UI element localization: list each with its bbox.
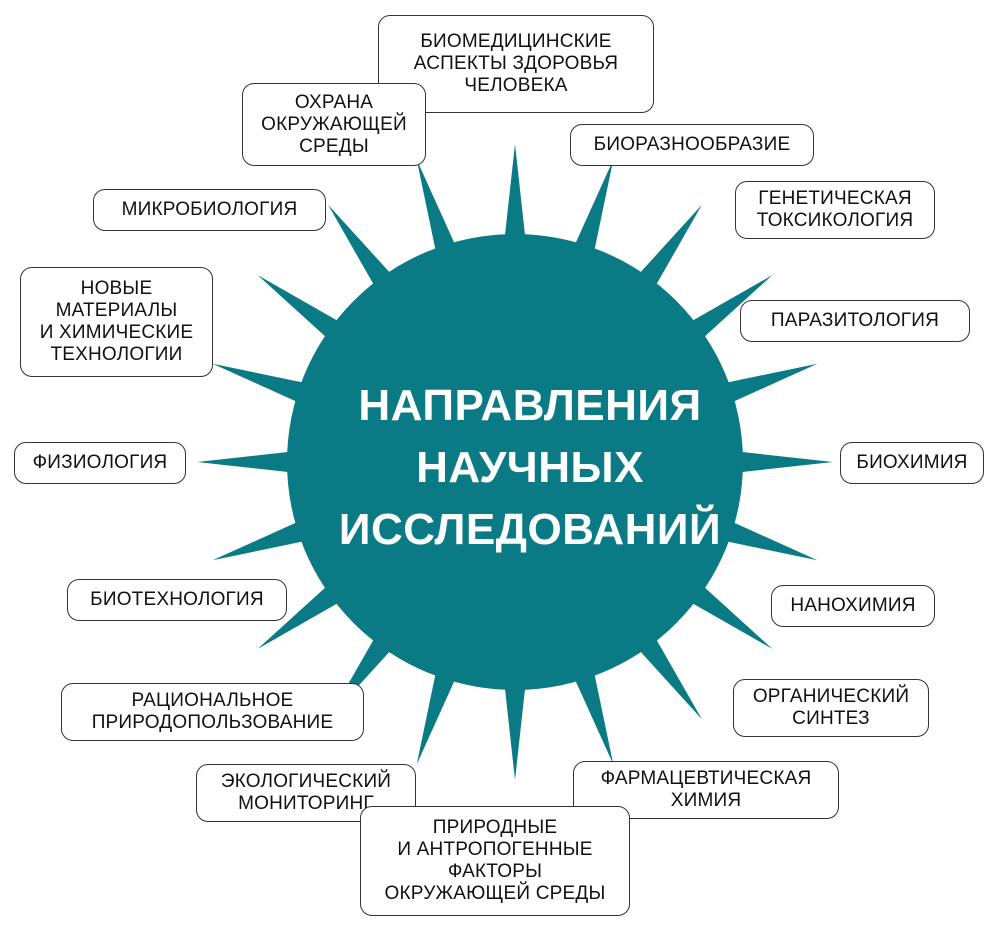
topic-biomedical-aspects: БИОМЕДИЦИНСКИЕ АСПЕКТЫ ЗДОРОВЬЯ ЧЕЛОВЕКА	[378, 15, 654, 113]
topic-label: МИКРОБИОЛОГИЯ	[121, 199, 298, 220]
diagram-title: НАПРАВЛЕНИЯ НАУЧНЫХ ИССЛЕДОВАНИЙ	[300, 375, 760, 561]
sun-ray	[197, 451, 297, 473]
sun-ray	[634, 631, 702, 720]
sun-ray	[718, 363, 818, 406]
topic-natural-anthropogenic-factors: ПРИРОДНЫЕ И АНТРОПОГЕННЫЕ ФАКТОРЫ ОКРУЖА…	[360, 806, 630, 916]
topic-label: РАЦИОНАЛЬНОЕ ПРИРОДОПОЛЬЗОВАНИЕ	[91, 690, 334, 733]
sun-ray	[718, 518, 818, 561]
sun-ray	[257, 581, 346, 649]
sun-ray	[571, 159, 614, 259]
topic-label: ОХРАНА ОКРУЖАЮЩЕЙ СРЕДЫ	[261, 91, 407, 157]
sun-ray	[212, 518, 312, 561]
topic-label: БИОМЕДИЦИНСКИЕ АСПЕКТЫ ЗДОРОВЬЯ ЧЕЛОВЕКА	[413, 31, 619, 96]
topic-ecological-monitoring: ЭКОЛОГИЧЕСКИЙ МОНИТОРИНГ	[196, 764, 416, 822]
title-line-1: НАПРАВЛЕНИЯ	[358, 381, 702, 430]
topic-label: ЭКОЛОГИЧЕСКИЙ МОНИТОРИНГ	[220, 771, 392, 814]
topic-label: ОРГАНИЧЕСКИЙ СИНТЕЗ	[752, 686, 910, 729]
sun-ray	[416, 159, 459, 259]
sun-ray	[416, 665, 459, 765]
topic-organic-synthesis: ОРГАНИЧЕСКИЙ СИНТЕЗ	[733, 679, 929, 737]
topic-label: БИОТЕХНОЛОГИЯ	[90, 589, 264, 610]
topic-genetic-toxicology: ГЕНЕТИЧЕСКАЯ ТОКСИКОЛОГИЯ	[735, 181, 935, 239]
sun-ray	[684, 275, 773, 343]
sun-ray	[504, 144, 526, 244]
topic-label: БИОРАЗНООБРАЗИЕ	[593, 134, 791, 155]
topic-label: ФИЗИОЛОГИЯ	[32, 452, 168, 473]
sun-ray	[504, 680, 526, 780]
title-line-2: НАУЧНЫХ	[416, 443, 644, 492]
topic-microbiology: МИКРОБИОЛОГИЯ	[93, 189, 326, 231]
topic-label: НАНОХИМИЯ	[790, 595, 916, 616]
topic-label: БИОХИМИЯ	[856, 452, 968, 473]
topic-label: ФАРМАЦЕВТИЧЕСКАЯ ХИМИЯ	[600, 768, 812, 811]
topic-label: ГЕНЕТИЧЕСКАЯ ТОКСИКОЛОГИЯ	[756, 188, 914, 231]
topic-rational-nature-use: РАЦИОНАЛЬНОЕ ПРИРОДОПОЛЬЗОВАНИЕ	[61, 683, 364, 741]
topic-label: НОВЫЕ МАТЕРИАЛЫ И ХИМИЧЕСКИЕ ТЕХНОЛОГИИ	[39, 278, 194, 365]
central-circle	[287, 234, 743, 690]
sun-ray	[212, 363, 312, 406]
topic-parasitology: ПАРАЗИТОЛОГИЯ	[740, 300, 970, 342]
sun-ray	[257, 275, 346, 343]
topic-label: ПАРАЗИТОЛОГИЯ	[770, 310, 940, 331]
sun-ray	[733, 451, 833, 473]
topic-biochemistry: БИОХИМИЯ	[840, 442, 984, 484]
sun-ray	[571, 665, 614, 765]
topic-physiology: ФИЗИОЛОГИЯ	[14, 442, 186, 484]
sun-ray	[684, 581, 773, 649]
topic-biodiversity: БИОРАЗНООБРАЗИЕ	[570, 124, 814, 166]
sun-ray	[328, 204, 396, 293]
topic-new-materials: НОВЫЕ МАТЕРИАЛЫ И ХИМИЧЕСКИЕ ТЕХНОЛОГИИ	[20, 267, 213, 377]
topic-biotechnology: БИОТЕХНОЛОГИЯ	[67, 579, 287, 621]
topic-label: ПРИРОДНЫЕ И АНТРОПОГЕННЫЕ ФАКТОРЫ ОКРУЖА…	[384, 817, 606, 904]
topic-environmental-protection: ОХРАНА ОКРУЖАЮЩЕЙ СРЕДЫ	[242, 83, 426, 166]
topic-nanochemistry: НАНОХИМИЯ	[771, 585, 935, 627]
sun-ray	[634, 204, 702, 293]
title-line-3: ИССЛЕДОВАНИЙ	[338, 505, 722, 554]
